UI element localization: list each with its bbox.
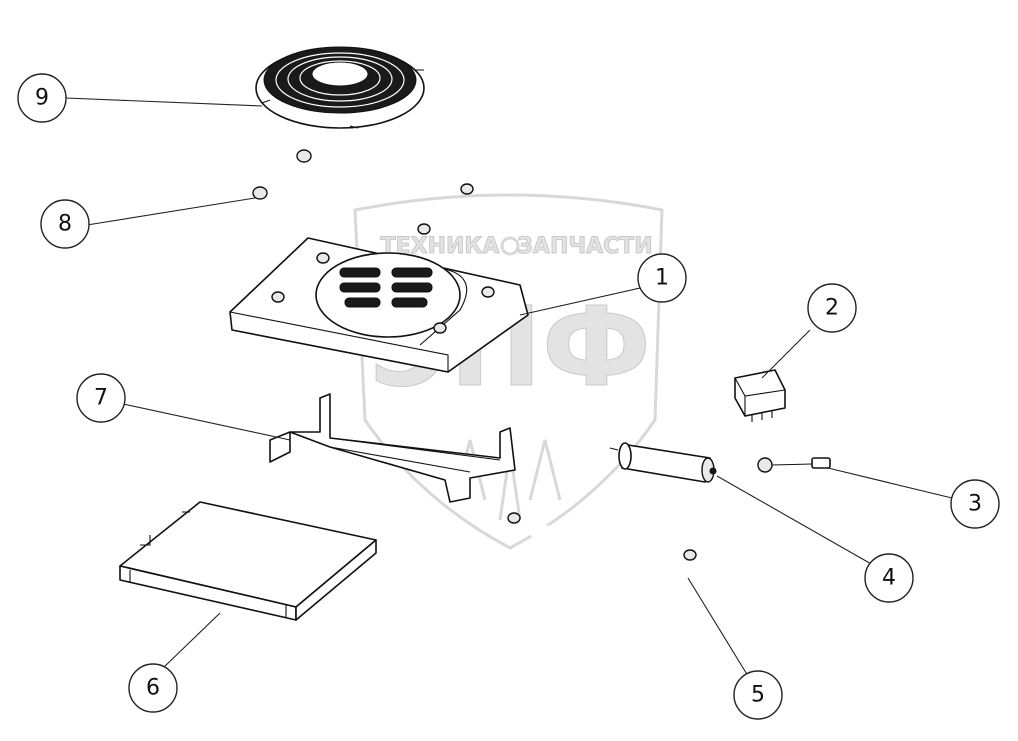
callout-9-label: 9 [35,86,49,111]
watermark: ТЕХНИКА ЗАПЧАСТИ ЭПФ [353,193,664,550]
callout-6-label: 6 [146,676,160,701]
callout-4[interactable]: 4 [864,553,914,603]
hose-part [507,512,697,582]
callout-2-label: 2 [825,296,839,321]
callout-6[interactable]: 6 [128,663,178,713]
callout-8-label: 8 [58,212,72,237]
watermark-brand-right: ЗАПЧАСТИ [517,234,652,259]
leader-lines [65,97,953,677]
callout-1[interactable]: 1 [637,253,687,303]
callout-2[interactable]: 2 [807,283,857,333]
receiver-drier-part [609,442,717,483]
callout-3[interactable]: 3 [950,479,1000,529]
callout-9[interactable]: 9 [17,73,67,123]
callout-7[interactable]: 7 [76,373,126,423]
sensor-part [757,457,831,473]
bushings-part [252,149,474,235]
callout-1-label: 1 [655,266,669,291]
condenser-part [119,501,377,621]
callout-5-label: 5 [751,683,765,708]
bracket-part [269,393,516,503]
callout-3-label: 3 [968,492,982,517]
callout-7-label: 7 [94,386,108,411]
callout-8[interactable]: 8 [40,199,90,249]
housing-cover-part [229,237,529,373]
callout-4-label: 4 [882,566,896,591]
gear-icon [500,236,520,256]
fan-part [255,46,425,129]
relay-part [734,369,786,422]
callout-5[interactable]: 5 [733,670,783,720]
